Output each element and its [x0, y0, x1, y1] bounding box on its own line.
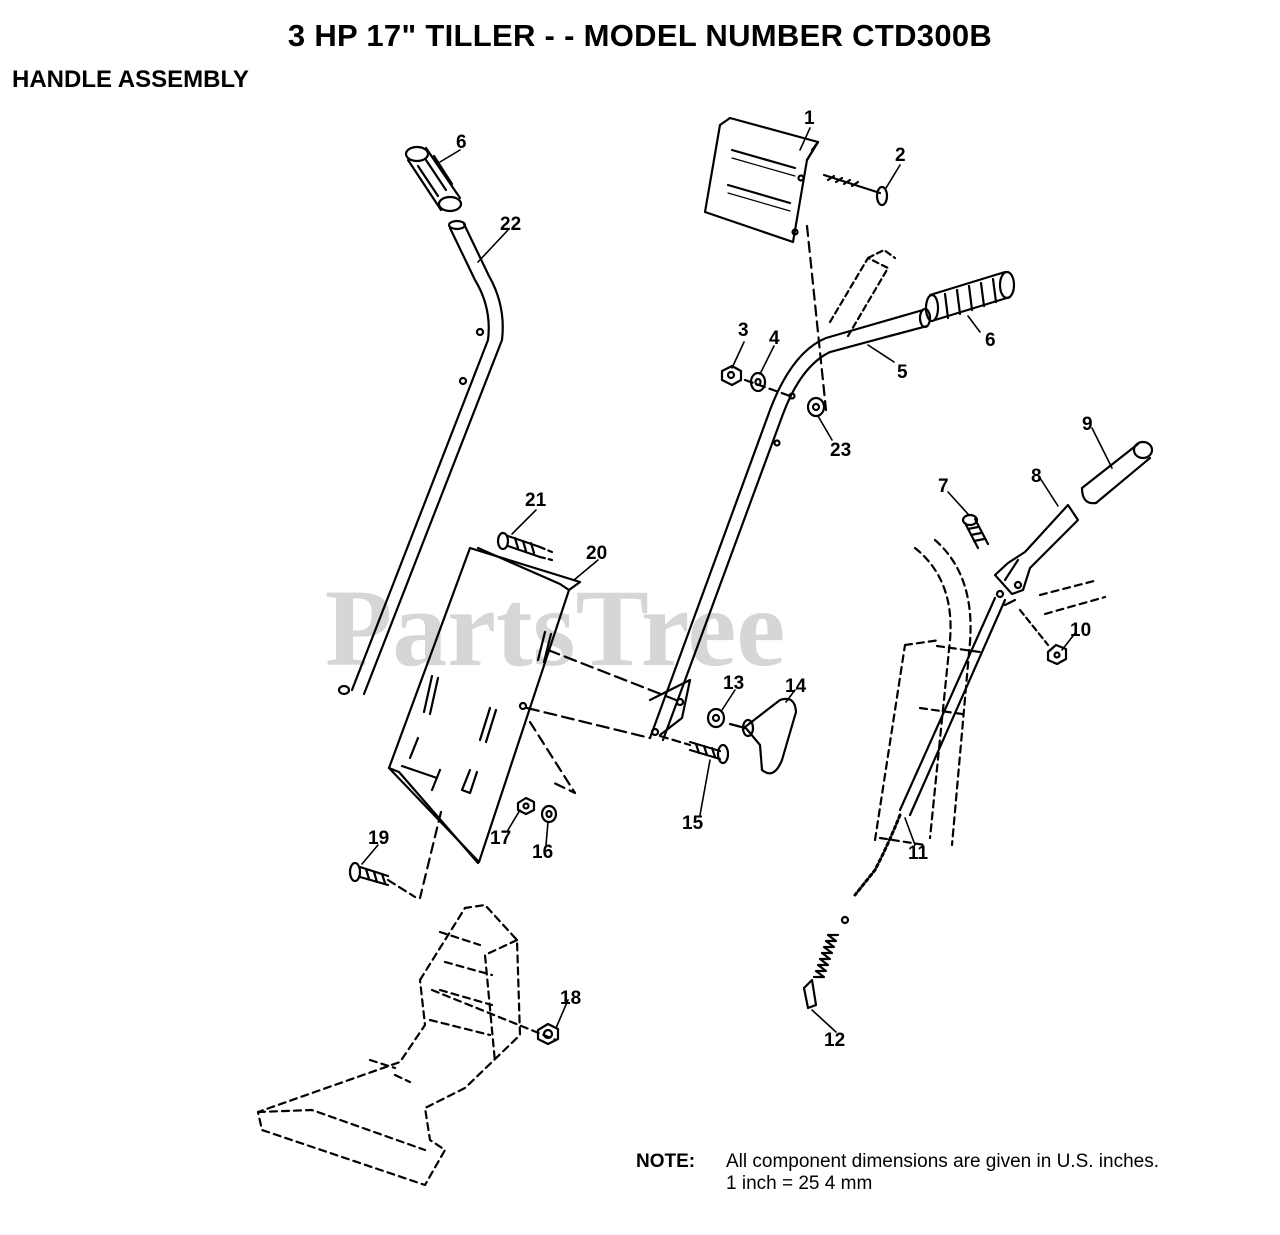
part-labels: 1 2 6 22 3 4 5 6 23 9 8 7 10 21 20 13 14… — [368, 108, 1093, 1051]
bolt-7 — [961, 513, 990, 550]
label-part-6-right: 6 — [985, 330, 996, 351]
label-part-9: 9 — [1082, 414, 1093, 435]
label-part-6-left: 6 — [456, 132, 467, 153]
label-part-2: 2 — [895, 145, 906, 166]
left-grip — [404, 145, 463, 213]
nut-18 — [536, 1022, 560, 1046]
page-title: 3 HP 17" TILLER - - MODEL NUMBER CTD300B — [287, 18, 993, 53]
label-part-13: 13 — [723, 673, 744, 694]
dimension-note: NOTE: All component dimensions are given … — [636, 1151, 1159, 1195]
nut-10 — [1018, 608, 1068, 666]
label-part-5: 5 — [897, 362, 908, 383]
note-text: All component dimensions are given in U.… — [726, 1151, 1159, 1195]
ghost-handle-tube — [873, 538, 1107, 847]
bolt-15 — [658, 734, 730, 765]
label-part-17: 17 — [490, 828, 511, 849]
watermark: PartsTree — [325, 567, 785, 689]
label-part-8: 8 — [1031, 466, 1042, 487]
left-handle-tube — [337, 219, 504, 696]
label-part-21: 21 — [525, 490, 547, 511]
label-part-23: 23 — [830, 440, 851, 461]
leader-lines — [361, 127, 1113, 1033]
label-part-4: 4 — [769, 328, 780, 349]
bolt-19 — [348, 861, 417, 899]
washer-23 — [806, 396, 826, 418]
bolt-21 — [496, 531, 554, 562]
nut-17 — [516, 796, 536, 816]
label-part-22: 22 — [500, 214, 521, 235]
nut-3 — [720, 364, 743, 387]
handle-bracket — [387, 546, 678, 900]
note-line-2: 1 inch = 25 4 mm — [726, 1173, 873, 1194]
label-part-16: 16 — [532, 842, 553, 863]
label-part-15: 15 — [682, 813, 704, 834]
tee-knob — [728, 697, 798, 775]
mounting-bracket — [256, 903, 558, 1187]
label-part-3: 3 — [738, 320, 749, 341]
note-line-1: All component dimensions are given in U.… — [726, 1151, 1160, 1172]
label-part-19: 19 — [368, 828, 389, 849]
label-part-1: 1 — [804, 108, 815, 129]
cable-spring — [802, 915, 850, 1010]
label-part-12: 12 — [824, 1030, 845, 1051]
right-grip — [924, 270, 1016, 323]
control-lever — [993, 503, 1080, 596]
note-label: NOTE: — [636, 1151, 696, 1172]
panel-screw — [822, 173, 889, 207]
handle-panel — [703, 116, 828, 412]
label-part-20: 20 — [586, 543, 607, 564]
label-part-10: 10 — [1070, 620, 1091, 641]
washer-13 — [706, 707, 726, 729]
label-part-14: 14 — [785, 676, 807, 697]
control-cable — [853, 589, 1017, 897]
label-part-18: 18 — [560, 988, 581, 1009]
lever-grip — [1080, 440, 1154, 505]
section-subtitle: HANDLE ASSEMBLY — [12, 66, 249, 93]
washer-16 — [540, 804, 558, 824]
label-part-11: 11 — [908, 843, 929, 864]
label-part-7: 7 — [938, 476, 949, 497]
